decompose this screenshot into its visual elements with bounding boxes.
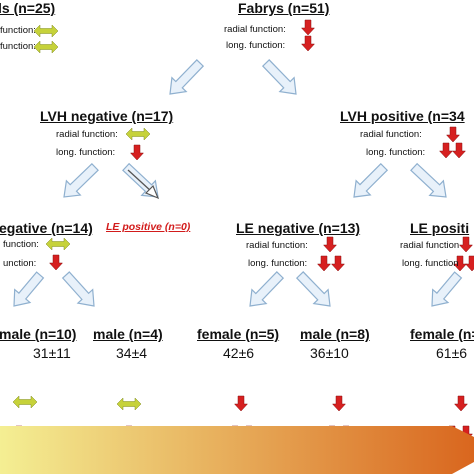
le-negative-left-title: egative (n=14) xyxy=(0,220,93,236)
flow-arrow xyxy=(295,271,331,307)
lvh-negative-radial-label: radial function: xyxy=(56,129,118,140)
decrease-arrow-icon xyxy=(451,142,467,159)
decrease-arrow-icon xyxy=(316,255,332,272)
flow-arrow-line xyxy=(127,169,153,193)
le-positive-right-title: LE positi xyxy=(410,220,470,236)
flow-arrow xyxy=(410,162,447,198)
flow-arrows xyxy=(13,59,463,307)
flow-arrow xyxy=(353,162,389,198)
normal-arrow-icon xyxy=(33,24,59,38)
leaf-female-left-age: 31±11 xyxy=(33,345,71,361)
decrease-arrow-icon xyxy=(458,236,474,253)
le-negative-left-radial-label: function: xyxy=(3,239,39,250)
leaf-female-mid-age: 42±6 xyxy=(223,345,255,361)
lvh-positive-radial-label: radial function: xyxy=(360,129,422,140)
leaf-female-left-title: male (n=10) xyxy=(0,326,77,342)
leaf-male-left-title: male (n=4) xyxy=(93,326,163,342)
flow-arrow-head xyxy=(144,184,160,200)
decrease-arrow-icon xyxy=(300,19,316,36)
leaf-female-mid-title: female (n=5) xyxy=(197,326,280,342)
le-positive-right-long-label: long. function xyxy=(402,258,459,269)
flow-arrow xyxy=(261,59,297,95)
fabrys-long-label: long. function: xyxy=(226,40,286,51)
decrease-arrow-icon xyxy=(331,395,347,412)
leaf-female-right-title: female (n= xyxy=(410,326,474,342)
fabrys-radial-label: radial function: xyxy=(224,24,286,35)
severity-gradient-bar xyxy=(0,426,474,474)
controls-long-label: function: xyxy=(0,41,36,52)
decrease-arrow-icon xyxy=(453,395,469,412)
decrease-arrow-icon xyxy=(300,35,316,52)
flow-arrow xyxy=(61,271,95,307)
lvh-positive-long-label: long. function: xyxy=(366,147,426,158)
flow-arrow xyxy=(13,271,45,307)
fabrys-title: Fabrys (n=51) xyxy=(238,0,330,16)
leaf-male-left-age: 34±4 xyxy=(116,345,148,361)
le-positive-left-title: LE positive (n=0) xyxy=(106,221,191,233)
le-negative-mid-title: LE negative (n=13) xyxy=(236,220,361,236)
decrease-arrow-icon xyxy=(452,255,468,272)
flow-arrow xyxy=(63,162,99,198)
decrease-arrow-icon xyxy=(322,236,338,253)
normal-arrow-icon xyxy=(33,40,59,54)
decrease-arrow-icon xyxy=(438,142,454,159)
flow-arrow xyxy=(169,59,205,95)
leaf-male-mid-age: 36±10 xyxy=(310,345,349,361)
normal-arrow-icon xyxy=(125,127,151,141)
lvh-negative-long-label: long. function: xyxy=(56,147,116,158)
normal-arrow-icon xyxy=(45,237,71,251)
leaf-male-mid-title: male (n=8) xyxy=(300,326,370,342)
le-negative-left-long-label: unction: xyxy=(3,258,37,269)
decrease-arrow-icon xyxy=(233,395,249,412)
decrease-arrow-icon xyxy=(129,144,145,161)
normal-arrow-icon xyxy=(12,395,38,409)
leaf-female-right-age: 61±6 xyxy=(436,345,468,361)
controls-radial-label: function: xyxy=(0,25,36,36)
flow-arrow xyxy=(249,271,285,307)
decrease-arrow-icon xyxy=(330,255,346,272)
decrease-arrow-icon xyxy=(445,126,461,143)
lvh-negative-title: LVH negative (n=17) xyxy=(40,108,174,124)
lvh-positive-title: LVH positive (n=34 xyxy=(340,108,465,124)
normal-arrow-icon xyxy=(116,397,142,411)
le-positive-right-radial-label: radial function xyxy=(400,240,460,251)
flow-arrow xyxy=(431,271,463,307)
decrease-arrow-icon xyxy=(48,254,64,271)
decrease-arrow-icon xyxy=(464,255,474,272)
le-negative-mid-long-label: long. function: xyxy=(248,258,308,269)
le-negative-mid-radial-label: radial function: xyxy=(246,240,308,251)
controls-title: ls (n=25) xyxy=(0,0,56,16)
